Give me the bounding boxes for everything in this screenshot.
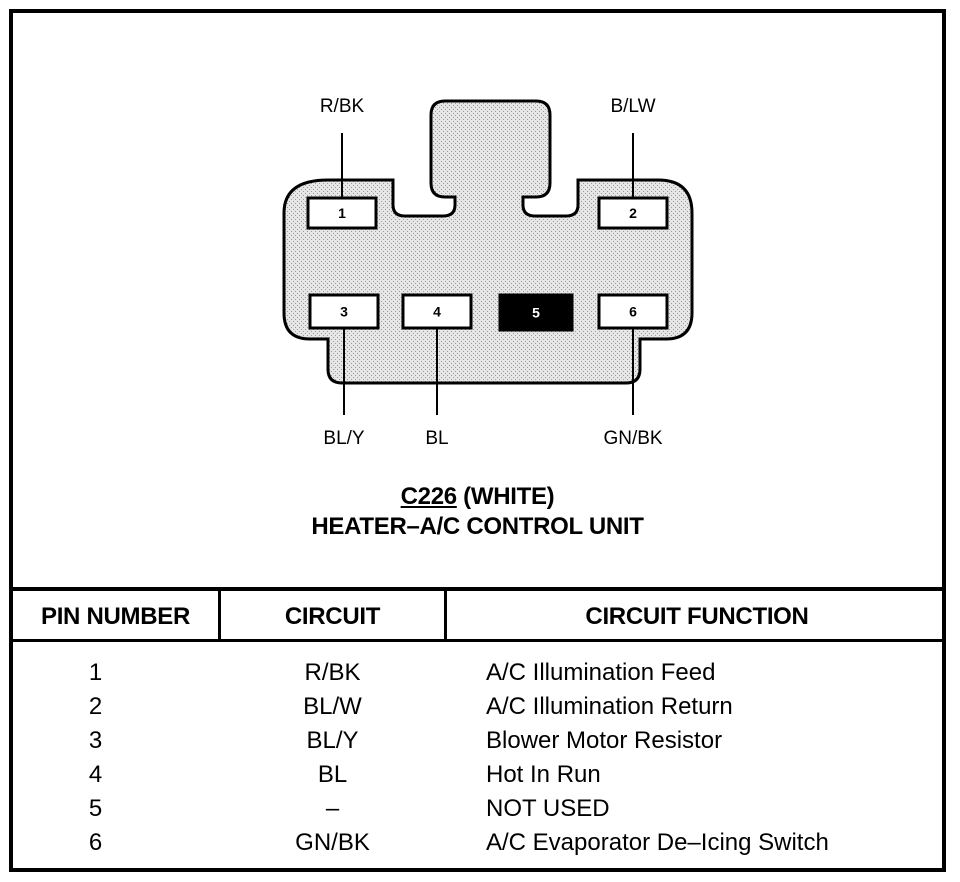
table-row: 5 – NOT USED (13, 795, 942, 829)
row-pin: 1 (88, 659, 103, 686)
pin-cavity (597, 293, 669, 330)
row-pin: 3 (88, 727, 103, 754)
row-circuit: R/BK (304, 659, 361, 686)
connector-diagram: 1 R/BK 2 B/LW 3BL/Y 4BL 5 6GN/BK (282, 96, 694, 449)
row-function: Blower Motor Resistor (486, 727, 723, 754)
pin-cavity (401, 293, 473, 330)
pin-number-label: 6 (629, 304, 637, 320)
row-function: A/C Illumination Return (486, 693, 733, 720)
row-circuit: BL/Y (306, 727, 359, 754)
header-circuit-function: CIRCUIT FUNCTION (585, 603, 809, 630)
row-pin: 6 (88, 829, 103, 856)
header-divider (218, 591, 221, 642)
table-top-divider (13, 587, 942, 591)
pin-table: 1 R/BK A/C Illumination Feed 2 BL/W A/C Illu… (13, 659, 942, 863)
pin-wire-label: GN/BK (603, 428, 662, 449)
pin-number-label: 5 (532, 305, 540, 321)
connector-body (282, 99, 694, 385)
row-circuit: BL/W (303, 693, 362, 720)
table-row: 4 BL Hot In Run (13, 761, 942, 795)
table-row: 6 GN/BK A/C Evaporator De–Icing Switch (13, 829, 942, 863)
pin-wire-label: BL/Y (323, 428, 365, 449)
row-pin: 5 (88, 795, 103, 822)
pin-number-label: 3 (340, 304, 348, 320)
connector-code: C226 (400, 483, 457, 510)
row-pin: 2 (88, 693, 103, 720)
table-row: 3 BL/Y Blower Motor Resistor (13, 727, 942, 761)
pin-number-label: 2 (629, 205, 637, 221)
connector-name: HEATER–A/C CONTROL UNIT (311, 513, 644, 540)
header-bottom-divider (13, 639, 942, 642)
header-divider (444, 591, 447, 642)
row-function: A/C Evaporator De–Icing Switch (486, 829, 829, 856)
pin-cavity (597, 196, 669, 230)
row-function: NOT USED (486, 795, 610, 822)
pin-wire-label: R/BK (320, 96, 365, 117)
row-circuit: BL (317, 761, 348, 788)
pin-wire-label: B/LW (610, 96, 655, 117)
pin-number-label: 1 (338, 205, 346, 221)
row-function: A/C Illumination Feed (486, 659, 716, 686)
connector-title: C226 (WHITE) (13, 483, 942, 511)
table-row: 1 R/BK A/C Illumination Feed (13, 659, 942, 693)
connector-color-label: (WHITE) (463, 483, 555, 510)
table-row: 2 BL/W A/C Illumination Return (13, 693, 942, 727)
row-pin: 4 (88, 761, 103, 788)
row-circuit: GN/BK (295, 829, 370, 856)
header-pin-number: PIN NUMBER (40, 603, 190, 630)
pin-number-label: 4 (433, 304, 441, 320)
pin-wire-label: BL (425, 428, 448, 449)
row-circuit: – (325, 795, 340, 822)
pin-cavity (306, 196, 378, 230)
pin-cavity (308, 293, 380, 330)
row-function: Hot In Run (486, 761, 601, 788)
pin-cavity (498, 293, 574, 332)
header-circuit: CIRCUIT (284, 603, 381, 630)
